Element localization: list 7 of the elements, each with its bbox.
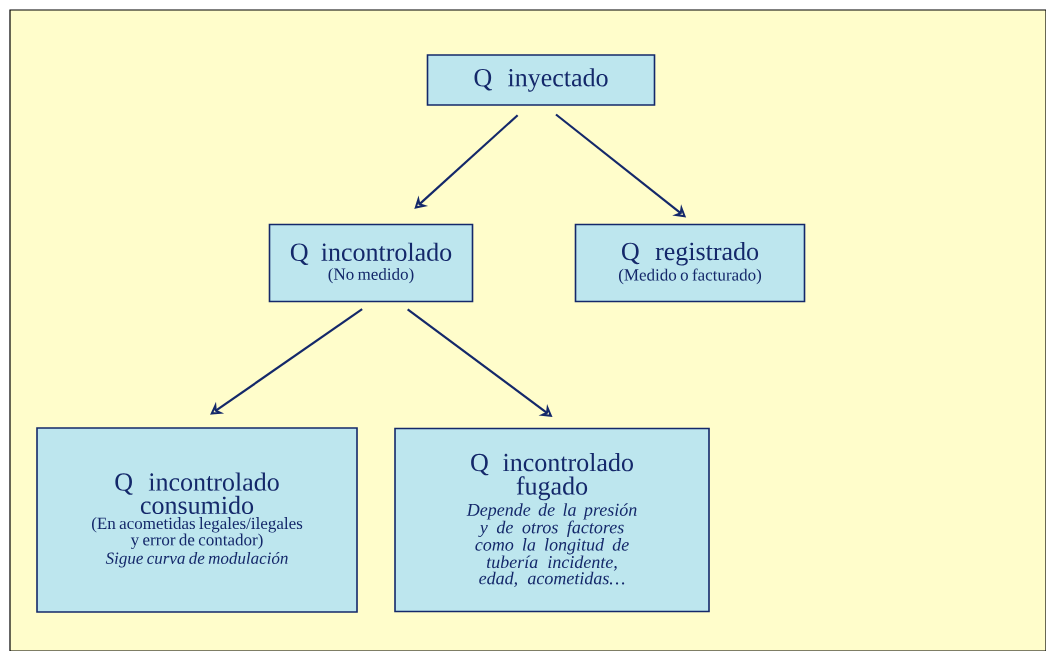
process-box: Q inyectado — [426, 54, 656, 106]
process-box: Q incontrolado (No medido) — [268, 223, 474, 303]
arrow — [210, 308, 363, 415]
process-box: Q incontrolado consumido (En acometidas legales/ilegales y error de contador) Sigue curva de modulación — [36, 427, 358, 613]
process-box: Q registrado (Medido o facturado) — [574, 223, 806, 303]
process-box: Q incontrolado fugado Depende de la presión y de otros factores como la longitud de tubería incidente, edad, acometidas… — [394, 427, 710, 613]
arrow — [414, 114, 519, 209]
